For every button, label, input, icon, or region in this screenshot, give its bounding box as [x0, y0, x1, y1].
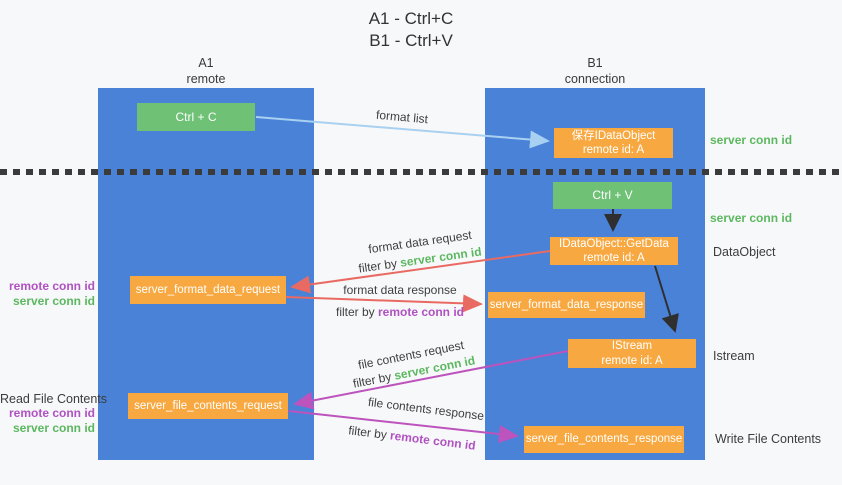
edge-label-format-data-response: format data response	[343, 283, 457, 297]
istream-line1: IStream	[611, 340, 653, 353]
node-server-file-contents-request: server_file_contents_request	[128, 393, 288, 419]
node-istream: IStream remote id: A	[568, 339, 696, 368]
annotation-server-conn-id-top: server conn id	[710, 133, 793, 147]
annotation-server-conn-id-mid: server conn id	[710, 211, 793, 225]
annotation-write-file-contents: Write File Contents	[715, 432, 822, 446]
node-save-idataobject: 保存IDataObject remote id: A	[554, 128, 673, 158]
title-line-2: B1 - Ctrl+V	[369, 31, 453, 51]
filter-prefix: filter by	[335, 305, 378, 319]
node-server-format-data-request: server_format_data_request	[130, 276, 286, 304]
file-response-label: server_file_contents_response	[525, 433, 683, 446]
format-response-label: server_format_data_response	[489, 298, 644, 311]
title-line-1: A1 - Ctrl+C	[368, 9, 454, 28]
getdata-line2: remote id: A	[583, 252, 645, 264]
getdata-line1: IDataObject::GetData	[559, 237, 669, 250]
edge-label-file-response-filter: filter by remote conn id	[348, 423, 477, 452]
filter-key-remote-conn-id: remote conn id	[389, 428, 477, 453]
annotation-dataobject: DataObject	[713, 245, 776, 259]
edge-label-file-contents-response: file contents response	[367, 394, 485, 424]
save-idataobject-line2: remote id: A	[582, 144, 645, 156]
file-request-label: server_file_contents_request	[134, 399, 282, 412]
annotation-remote-conn-id-left-top: remote conn id	[8, 279, 95, 293]
node-idataobject-getdata: IDataObject::GetData remote id: A	[550, 237, 678, 265]
ctrl-c-label: Ctrl + C	[175, 109, 217, 124]
filter-key-remote-conn-id: remote conn id	[378, 305, 465, 319]
annotation-server-conn-id-left-bottom: server conn id	[12, 421, 95, 435]
node-server-format-data-response: server_format_data_response	[488, 292, 645, 318]
section-separator-line	[0, 169, 842, 175]
node-server-file-contents-response: server_file_contents_response	[524, 426, 684, 453]
istream-line2: remote id: A	[601, 354, 663, 367]
save-idataobject-line1: 保存IDataObject	[571, 129, 656, 142]
annotation-read-file-contents: Read File Contents	[0, 392, 108, 406]
lane-a1-name: A1	[198, 56, 214, 70]
format-data-response-arrow	[285, 294, 483, 313]
lane-header-b1: B1 connection	[485, 56, 705, 87]
filter-prefix: filter by	[347, 423, 392, 443]
lane-a1-sub: remote	[186, 71, 226, 86]
format-request-label: server_format_data_request	[135, 283, 281, 296]
filter-prefix: filter by	[357, 255, 402, 276]
diagram-title: A1 - Ctrl+C B1 - Ctrl+V	[0, 8, 822, 52]
node-ctrl-v: Ctrl + V	[553, 182, 672, 209]
annotation-server-conn-id-left-top: server conn id	[12, 294, 95, 308]
node-ctrl-c: Ctrl + C	[137, 103, 255, 131]
lane-b1-sub: connection	[564, 71, 626, 86]
annotation-istream: Istream	[713, 349, 755, 363]
filter-prefix: filter by	[351, 368, 396, 391]
lane-header-a1: A1 remote	[98, 56, 314, 87]
annotation-remote-conn-id-left-bottom: remote conn id	[8, 406, 95, 420]
edge-label-format-response-filter: filter by remote conn id	[336, 305, 464, 319]
lane-b1-name: B1	[587, 56, 603, 70]
ctrl-v-label: Ctrl + V	[592, 188, 633, 202]
edge-label-format-list: format list	[375, 107, 429, 127]
